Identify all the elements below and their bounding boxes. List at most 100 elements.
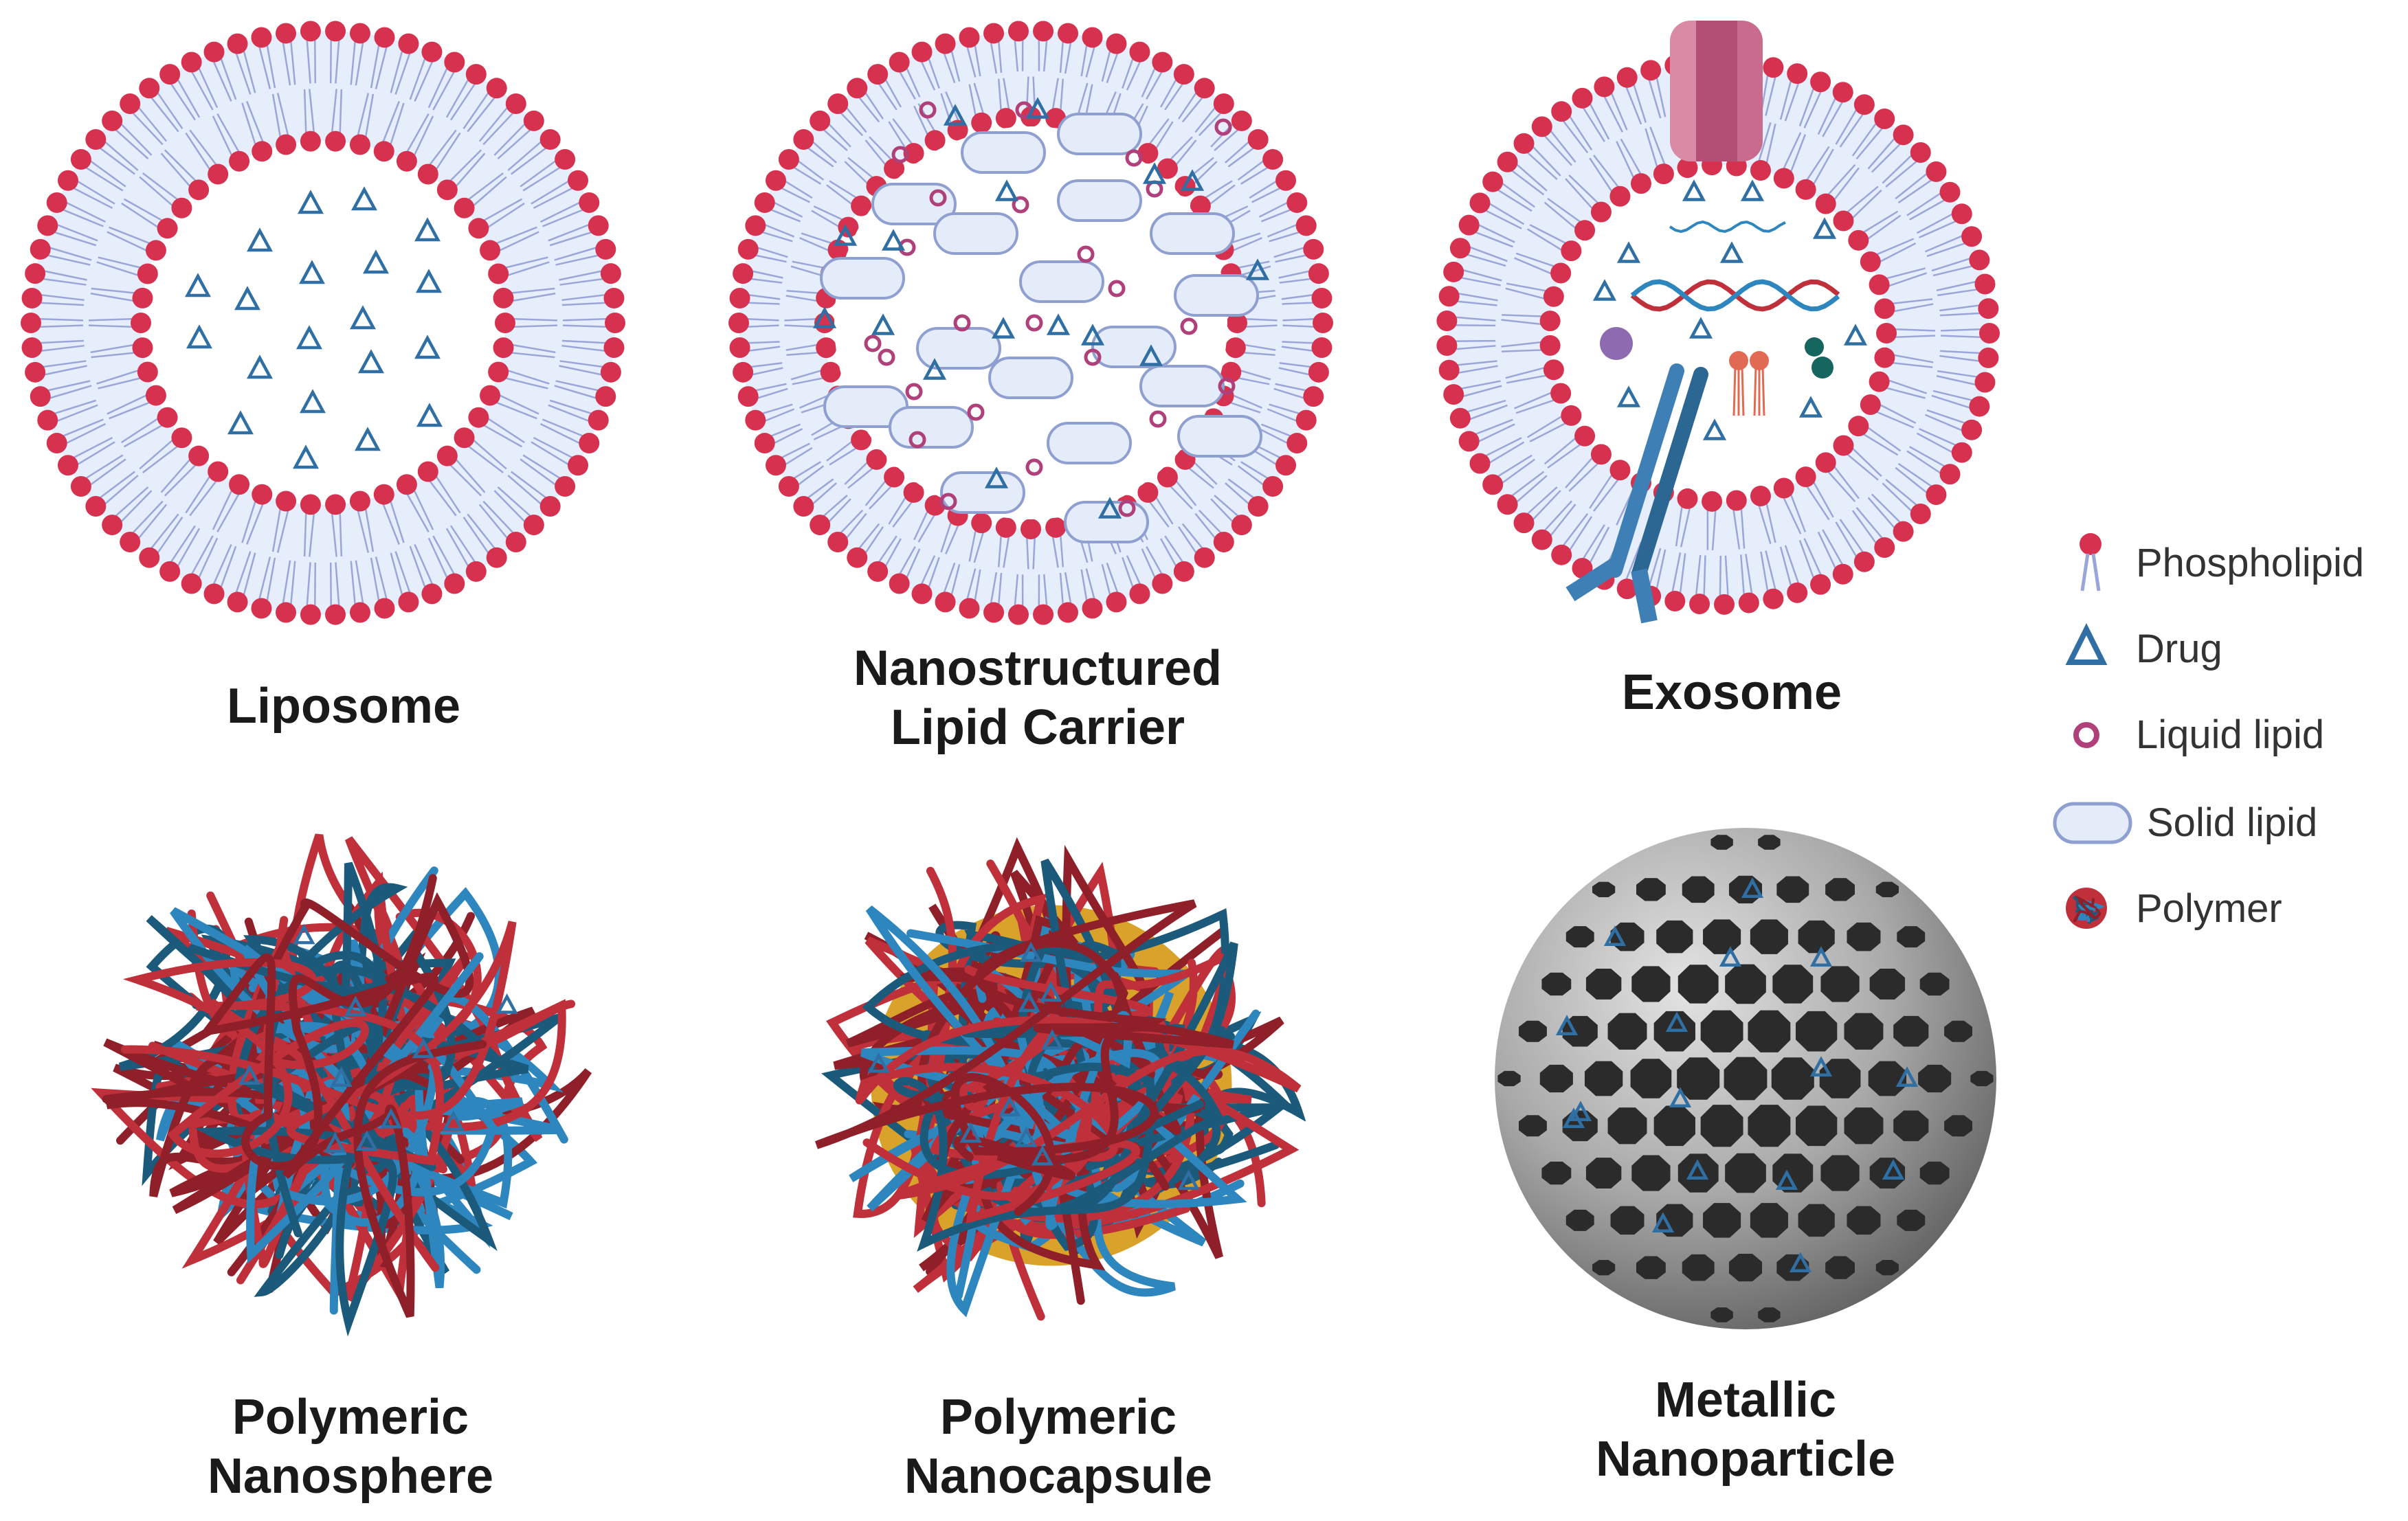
phospholipid-head xyxy=(1750,159,1771,181)
phospholipid-tail xyxy=(1194,103,1219,133)
phospholipid-tail xyxy=(467,513,498,553)
phospholipid-head xyxy=(85,129,107,150)
phospholipid-tail xyxy=(856,93,880,123)
drug-icon xyxy=(999,1096,1021,1117)
phospholipid-tail xyxy=(1141,548,1158,583)
phospholipid-head xyxy=(1594,76,1615,98)
phospholipid-tail xyxy=(539,199,584,223)
phospholipid-tail xyxy=(100,475,139,508)
phospholipid-tail xyxy=(554,245,601,261)
phospholipid-tail xyxy=(1703,555,1706,600)
receptor-icon xyxy=(1631,568,1658,624)
phospholipid-tail xyxy=(847,157,877,181)
phospholipid-head xyxy=(145,240,166,261)
phospholipid-head xyxy=(903,143,924,164)
phospholipid-head xyxy=(1194,547,1215,568)
phospholipid-head xyxy=(911,583,933,605)
receptor-icon xyxy=(1631,367,1708,581)
phospholipid-head xyxy=(1810,574,1831,595)
phospholipid-tail xyxy=(1146,118,1170,148)
phospholipid-head xyxy=(171,197,192,218)
phospholipid-tail xyxy=(1939,312,1985,317)
phospholipid-tail xyxy=(1623,541,1642,584)
phospholipid-tail xyxy=(533,185,577,210)
metal-pit xyxy=(1919,972,1950,996)
phospholipid-tail xyxy=(1620,138,1644,179)
phospholipid-head xyxy=(1275,170,1297,191)
phospholipid-head xyxy=(847,78,868,99)
solid-lipid-icon xyxy=(933,212,1018,255)
phospholipid-tail xyxy=(876,79,898,111)
phospholipid-tail xyxy=(409,545,427,592)
phospholipid-tail xyxy=(904,63,921,98)
phospholipid-tail xyxy=(1529,142,1561,177)
phospholipid-tail xyxy=(335,562,341,611)
phospholipid-tail xyxy=(148,93,179,133)
phospholipid-tail xyxy=(355,560,365,609)
phospholipid-tail xyxy=(1198,109,1225,137)
phospholipid-tail xyxy=(1909,196,1950,221)
phospholipid-tail xyxy=(1240,461,1273,482)
phospholipid-tail xyxy=(1152,121,1174,153)
phospholipid-tail xyxy=(1164,535,1186,567)
phospholipid-head xyxy=(1550,383,1572,404)
phospholipid-tail xyxy=(271,93,282,142)
phospholipid-head xyxy=(454,197,475,218)
metal-pit xyxy=(1776,876,1809,903)
phospholipid-head xyxy=(1497,151,1518,172)
phospholipid-head xyxy=(1438,359,1460,381)
phospholipid-tail xyxy=(246,101,266,147)
phospholipid-tail xyxy=(339,89,343,138)
phospholipid-head xyxy=(1689,594,1710,615)
phospholipid-tail xyxy=(941,562,956,598)
phospholipid-tail xyxy=(154,88,183,129)
phospholipid-tail xyxy=(1566,112,1593,150)
phospholipid-head xyxy=(421,583,443,605)
phospholipid-tail xyxy=(945,520,961,554)
phospholipid-head xyxy=(983,602,1005,623)
phospholipid-tail xyxy=(508,343,556,354)
phospholipid-tail xyxy=(1882,385,1926,399)
drug-icon xyxy=(1651,1212,1675,1232)
phospholipid-head xyxy=(120,532,141,553)
lipid-raft-tail xyxy=(1732,367,1737,416)
drug-icon xyxy=(1688,317,1713,339)
phospholipid-tail xyxy=(394,48,412,95)
phospholipid-tail xyxy=(1888,361,1933,368)
phospholipid-tail xyxy=(561,344,610,352)
phospholipid-head xyxy=(252,484,273,505)
phospholipid-head xyxy=(959,598,980,619)
phospholipid-tail xyxy=(1867,134,1899,170)
phospholipid-tail xyxy=(433,472,461,514)
phospholipid-tail xyxy=(1565,178,1596,213)
phospholipid-tail xyxy=(265,40,276,89)
solid-lipid-icon xyxy=(1177,415,1262,458)
phospholipid-tail xyxy=(1178,526,1200,558)
phospholipid-tail xyxy=(1875,243,1917,265)
metal-pit xyxy=(1893,1015,1929,1047)
phospholipid-tail xyxy=(1501,341,1546,348)
phospholipid-tail xyxy=(1451,324,1496,327)
drug-icon xyxy=(414,217,441,242)
phospholipid-head xyxy=(1848,416,1869,437)
phospholipid-tail xyxy=(445,528,471,571)
solid-lipid-icon xyxy=(1057,179,1142,222)
phospholipid-tail xyxy=(811,210,843,230)
drug-icon xyxy=(355,427,381,451)
phospholipid-tail xyxy=(1456,275,1501,286)
phospholipid-tail xyxy=(1126,56,1143,91)
phospholipid-tail xyxy=(303,508,307,557)
metal-pit xyxy=(1875,881,1899,898)
phospholipid-head xyxy=(276,491,297,512)
phospholipid-head xyxy=(579,433,600,454)
metal-pit xyxy=(1630,1059,1672,1098)
phospholipid-tail xyxy=(1452,300,1497,306)
drug-icon xyxy=(1665,1011,1688,1032)
phospholipid-head xyxy=(25,361,46,383)
phospholipid-tail xyxy=(469,176,507,210)
phospholipid-tail xyxy=(58,418,104,439)
phospholipid-head xyxy=(889,573,910,594)
phospholipid-tail xyxy=(1580,524,1605,563)
phospholipid-head xyxy=(1531,529,1552,550)
phospholipid-head xyxy=(1311,337,1333,359)
